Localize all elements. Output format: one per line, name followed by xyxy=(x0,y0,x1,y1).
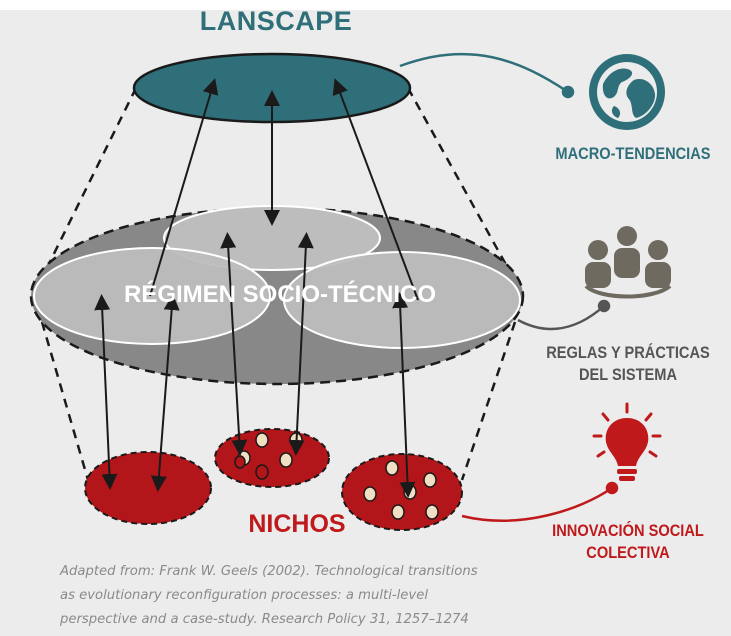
caption-line1: Adapted from: Frank W. Geels (2002). Tec… xyxy=(60,564,478,579)
caption-line3: perspective and a case-study. Research P… xyxy=(60,612,469,627)
cone-lines-lower xyxy=(40,321,517,481)
globe-icon xyxy=(589,54,665,130)
flow-arrows xyxy=(94,78,419,498)
social-innovation-line1: INNOVACIÓN SOCIAL xyxy=(552,521,704,540)
caption-line2: as evolutionary reconfiguration processe… xyxy=(60,588,429,603)
connector-reglas xyxy=(517,299,611,331)
connector-macro xyxy=(399,52,575,99)
social-innovation-line2: COLECTIVA xyxy=(586,543,670,562)
connector-innov xyxy=(461,481,619,522)
landscape-title: LANSCAPE xyxy=(199,6,353,36)
rules-practices-line1: REGLAS Y PRÁCTICAS xyxy=(546,343,710,362)
niche-middle xyxy=(214,428,330,488)
cone-lines-upper xyxy=(34,87,522,291)
source-caption: Adapted from: Frank W. Geels (2002). Tec… xyxy=(60,560,580,632)
social-innovation-label: INNOVACIÓN SOCIAL COLECTIVA xyxy=(542,520,714,564)
people-group-icon xyxy=(584,226,672,299)
regime-title: RÉGIMEN SOCIO-TÉCNICO xyxy=(123,281,436,308)
niches-title: NICHOS xyxy=(248,510,346,538)
lightbulb-icon xyxy=(592,402,662,481)
rules-practices-label: REGLAS Y PRÁCTICAS DEL SISTEMA xyxy=(542,342,714,386)
macro-trends-label: MACRO-TENDENCIAS xyxy=(555,144,711,163)
rules-practices-line2: DEL SISTEMA xyxy=(578,365,678,384)
niche-left xyxy=(84,451,212,525)
